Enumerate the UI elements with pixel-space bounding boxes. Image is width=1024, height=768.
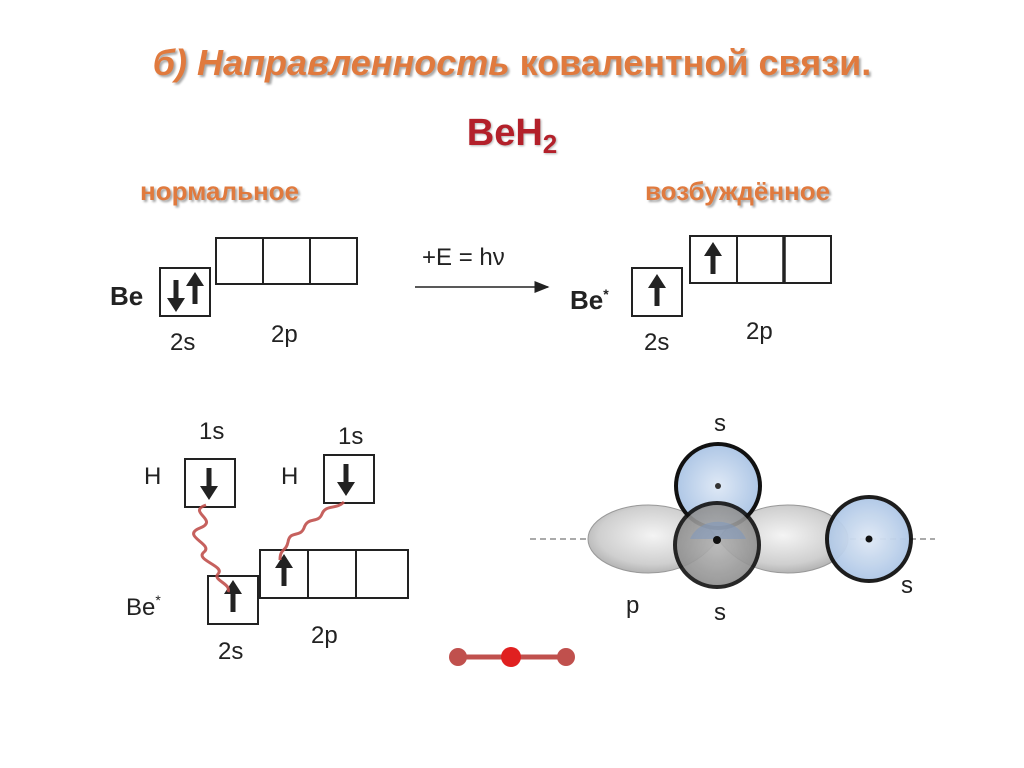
bonding-2s-cell <box>207 575 259 625</box>
formula-main: BeH <box>466 112 543 154</box>
wavy-bond-line-1 <box>192 503 230 593</box>
h2-1s-cell <box>323 454 375 504</box>
bonding-2p-label: 2p <box>311 622 338 649</box>
excited-star: * <box>603 286 609 302</box>
wavy-bond-line-2 <box>278 500 346 561</box>
slide-title: б) Направленность ковалентной связи. <box>0 42 1024 84</box>
formula: BeH2 <box>0 112 1024 160</box>
state-normal-heading: нормальное <box>140 176 300 206</box>
title-part-1: б) Направленность <box>152 42 510 83</box>
title-part-2: ковалентной связи. <box>509 42 872 83</box>
h1-1s-cell <box>184 458 236 508</box>
normal-2p-label: 2p <box>271 321 298 348</box>
overlap-s-right-label: s <box>901 572 913 599</box>
excited-2s-label: 2s <box>644 329 670 356</box>
bonding-be-label: Be* <box>126 592 161 622</box>
excited-atom-symbol: Be <box>570 285 604 315</box>
bonding-2s-label: 2s <box>218 638 244 665</box>
transition-label: +E = hν <box>422 244 505 271</box>
bonding-be-star: * <box>155 592 161 608</box>
excited-atom-label: Be* <box>570 285 609 316</box>
overlap-p-label: p <box>626 592 640 619</box>
h2-atom-label: H <box>281 463 299 490</box>
bonding-2p-cells <box>259 549 409 599</box>
state-excited-heading: возбуждённое <box>645 176 831 206</box>
excited-2p-cells <box>689 235 832 284</box>
be-nucleus-dot <box>713 536 721 544</box>
normal-2s-label: 2s <box>170 329 196 356</box>
normal-2s-cell <box>159 267 211 317</box>
s-orbital-bottom <box>673 501 761 589</box>
overlap-s-bottom-label: s <box>714 599 726 626</box>
h1-atom-label: H <box>144 463 162 490</box>
excited-2p-label: 2p <box>746 318 773 345</box>
normal-atom-label: Be <box>110 281 144 311</box>
linear-molecule-icon <box>449 647 575 667</box>
h2-1s-label: 1s <box>338 423 364 450</box>
overlap-s-top-label: s <box>714 410 726 437</box>
formula-subscript: 2 <box>542 129 558 159</box>
bonding-be-symbol: Be <box>126 594 156 621</box>
excited-2s-cell <box>631 267 683 317</box>
normal-2p-cells <box>215 237 358 285</box>
h1-1s-label: 1s <box>199 418 225 445</box>
